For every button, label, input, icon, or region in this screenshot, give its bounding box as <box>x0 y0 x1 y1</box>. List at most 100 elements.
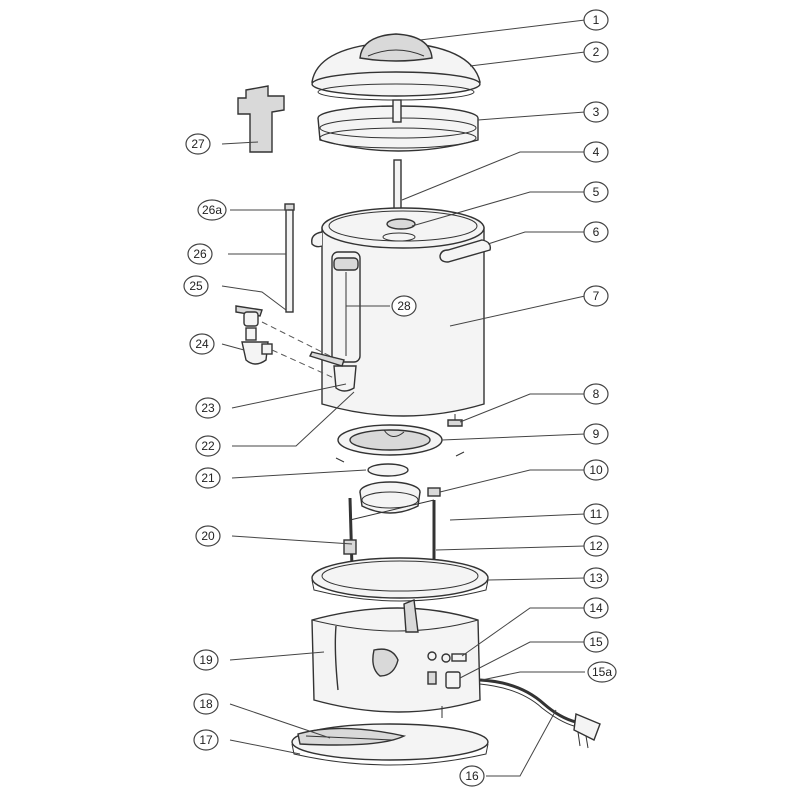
callout-bubble <box>185 133 211 155</box>
callout-23: 23 <box>195 397 221 419</box>
callout-bubble <box>583 285 609 307</box>
callout-label: 15 <box>589 635 603 649</box>
callout-label: 12 <box>589 539 603 553</box>
callout-2: 2 <box>583 41 609 63</box>
callout-bubble <box>193 693 219 715</box>
callout-26: 26 <box>187 243 213 265</box>
callout-4: 4 <box>583 141 609 163</box>
callout-bubble <box>583 597 609 619</box>
callout-26a: 26a <box>197 199 227 221</box>
callout-label: 26 <box>193 247 207 261</box>
callout-24: 24 <box>189 333 215 355</box>
callout-7: 7 <box>583 285 609 307</box>
callout-12: 12 <box>583 535 609 557</box>
callout-label: 21 <box>201 471 215 485</box>
urn-body <box>309 207 492 427</box>
callout-label: 10 <box>589 463 603 477</box>
base-housing <box>311 599 481 718</box>
callout-bubble <box>587 661 617 683</box>
callout-28: 28 <box>391 295 417 317</box>
callout-9: 9 <box>583 423 609 445</box>
callout-label: 14 <box>589 601 603 615</box>
callout-bubble <box>193 649 219 671</box>
faucet-assembly <box>235 305 335 379</box>
callout-label: 16 <box>465 769 479 783</box>
callout-bubble <box>583 383 609 405</box>
callout-bubble <box>583 503 609 525</box>
heating-element <box>359 481 441 514</box>
callout-bubble <box>583 9 609 31</box>
callout-label: 3 <box>593 105 600 119</box>
callout-21: 21 <box>195 467 221 489</box>
callout-bubble <box>583 459 609 481</box>
callout-6: 6 <box>583 221 609 243</box>
callout-16: 16 <box>459 765 485 787</box>
callout-bubble <box>583 535 609 557</box>
warning-label-sticker <box>237 85 285 153</box>
callout-label: 13 <box>589 571 603 585</box>
callout-bubble <box>197 199 227 221</box>
callout-10: 10 <box>583 459 609 481</box>
callout-bubble <box>189 333 215 355</box>
callout-bubble <box>583 221 609 243</box>
callout-label: 18 <box>199 697 213 711</box>
bottom-plate <box>291 723 489 766</box>
callout-bubble <box>583 631 609 653</box>
callout-bubble <box>583 41 609 63</box>
support-frame <box>343 497 439 573</box>
callout-label: 8 <box>593 387 600 401</box>
callout-17: 17 <box>193 729 219 751</box>
callout-bubble <box>195 397 221 419</box>
callout-label: 1 <box>593 13 600 27</box>
callout-label: 26a <box>202 203 222 217</box>
callout-bubble <box>187 243 213 265</box>
callout-label: 25 <box>189 279 203 293</box>
callout-bubble <box>195 525 221 547</box>
callout-bubble <box>583 141 609 163</box>
callout-15: 15 <box>583 631 609 653</box>
callout-label: 28 <box>397 299 411 313</box>
callout-8: 8 <box>583 383 609 405</box>
callout-label: 19 <box>199 653 213 667</box>
callout-15a: 15a <box>587 661 617 683</box>
callout-label: 4 <box>593 145 600 159</box>
callout-19: 19 <box>193 649 219 671</box>
callout-bubble <box>583 181 609 203</box>
callout-bubble <box>459 765 485 787</box>
base-plate <box>311 557 489 602</box>
callout-14: 14 <box>583 597 609 619</box>
callout-label: 20 <box>201 529 215 543</box>
callout-bubble <box>583 423 609 445</box>
callout-bubble <box>583 567 609 589</box>
callout-label: 23 <box>201 401 215 415</box>
power-cord <box>479 678 601 749</box>
callout-3: 3 <box>583 101 609 123</box>
callout-11: 11 <box>583 503 609 525</box>
callout-bubble <box>195 467 221 489</box>
callout-label: 24 <box>195 337 209 351</box>
callout-27: 27 <box>185 133 211 155</box>
callout-bubble <box>583 101 609 123</box>
callout-label: 22 <box>201 439 215 453</box>
callout-label: 5 <box>593 185 600 199</box>
callout-bubble <box>391 295 417 317</box>
callout-label: 2 <box>593 45 600 59</box>
callout-bubble <box>193 729 219 751</box>
callout-18: 18 <box>193 693 219 715</box>
bottom-gasket <box>337 424 443 456</box>
callout-group: 12345678910111213141515a1617181920212223… <box>183 9 617 787</box>
callout-label: 15a <box>592 665 612 679</box>
lid-assembly <box>311 33 481 101</box>
callout-label: 9 <box>593 427 600 441</box>
element-ring <box>335 451 465 477</box>
callout-20: 20 <box>195 525 221 547</box>
callout-13: 13 <box>583 567 609 589</box>
callout-label: 6 <box>593 225 600 239</box>
callout-label: 7 <box>593 289 600 303</box>
callout-bubble <box>183 275 209 297</box>
leader-lines <box>221 19 586 777</box>
callout-label: 11 <box>590 507 603 521</box>
callout-22: 22 <box>195 435 221 457</box>
callout-1: 1 <box>583 9 609 31</box>
